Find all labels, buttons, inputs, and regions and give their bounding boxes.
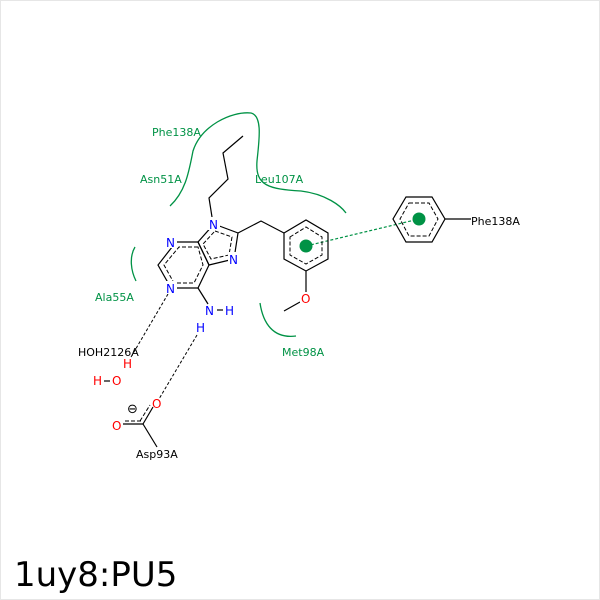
pyrimidine-aromatic [163,246,204,284]
atom-n3: N [166,236,175,250]
label-asn51: Asn51A [140,173,182,186]
methylene-bond [237,220,285,234]
imidazole-aromatic [202,230,233,260]
ligand-bonds [123,135,471,448]
atom-n1: N [166,282,175,296]
atom-water-h1: H [123,357,132,371]
atom-water-o: O [112,374,121,388]
label-phe138-right: Phe138A [471,215,520,228]
asp93-bond [142,423,158,448]
methoxyphenyl-ring [283,219,329,272]
atom-n7: N [229,253,238,267]
label-met98: Met98A [282,346,325,359]
label-ala55: Ala55A [95,291,134,304]
amine-bond [197,287,209,305]
atom-amine-n: N [205,304,214,318]
label-water: HOH2126A [78,346,139,359]
diagram-title: 1uy8:PU5 [14,555,177,595]
methyl-bond [283,301,301,312]
label-leu107: Leu107A [255,173,304,186]
atom-asp-o2: O [112,419,121,433]
hbond-water [130,293,169,358]
pi-stacking-line [305,218,420,247]
atom-asp-o1: O [152,397,161,411]
label-phe138-top: Phe138A [152,126,201,139]
hydrophobic-arc-upper [169,112,347,214]
asp93-co-bond [142,406,154,425]
hbond-asp93 [158,334,198,400]
methoxyphenyl-aromatic [289,226,323,265]
hydrogen-bonds [130,293,198,400]
butyl-chain [208,135,244,218]
atom-label-bg [165,217,312,305]
hydrophobic-arc-ala55 [130,246,137,282]
imidazole-ring [197,223,239,266]
hydrophobic-contacts [130,112,347,337]
atom-ether-o: O [301,292,310,306]
phe138-ring [392,196,446,243]
aromatic-bonds [125,202,439,422]
ring-centroid-ligand [299,239,313,253]
hydrophobic-arc-met98 [259,302,297,337]
ring-centroid-phe138 [412,212,426,226]
atom-n9: N [209,218,218,232]
label-asp93: Asp93A [136,448,178,461]
atom-amine-h2: H [196,321,205,335]
asp93-aromatic-2 [139,404,151,422]
atom-water-h2: H [93,374,102,388]
atom-amine-h1: H [225,304,234,318]
charge-minus: ⊖ [127,402,138,417]
phe138-aromatic [399,202,439,237]
